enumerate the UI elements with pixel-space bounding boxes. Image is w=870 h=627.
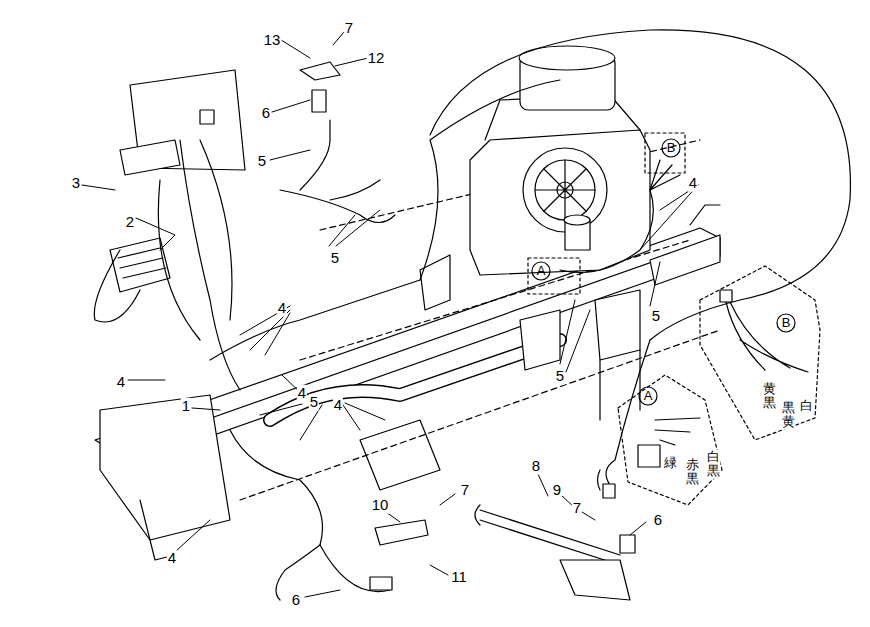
wire-color: 白	[799, 399, 814, 413]
callout-number: 6	[653, 512, 663, 529]
callout-number: 4	[277, 300, 287, 317]
callout-number: 2	[125, 214, 135, 231]
callout-number: 10	[371, 497, 390, 514]
callout-number: 5	[257, 153, 267, 170]
callout-number: 13	[263, 32, 282, 49]
callout-number: 4	[297, 385, 307, 402]
callout-number: 7	[460, 482, 470, 499]
callout-number: 8	[531, 458, 541, 475]
callout-number: 5	[330, 250, 340, 267]
callout-number: 6	[261, 105, 271, 122]
leader-lines	[82, 32, 698, 597]
wire-color: 赤黒	[685, 458, 700, 487]
wire-harness	[158, 30, 850, 600]
callout-number: 7	[344, 20, 354, 37]
callout-number: 5	[555, 368, 565, 385]
callout-number: 4	[167, 550, 177, 567]
wire-color: 黒黄	[781, 401, 796, 430]
detail-markers	[528, 133, 820, 505]
detail-marker: B	[781, 316, 792, 330]
wire-color: 緑	[663, 456, 678, 470]
callout-number: 12	[367, 50, 386, 67]
callout-number: 9	[552, 482, 562, 499]
detail-marker: A	[643, 389, 654, 403]
detail-marker: B	[666, 141, 677, 155]
callout-number: 1	[181, 398, 191, 415]
callout-number: 4	[688, 175, 698, 192]
callout-number: 5	[651, 308, 661, 325]
callout-number: 11	[450, 569, 468, 586]
callout-number: 4	[116, 374, 126, 391]
callout-number: 3	[71, 175, 81, 192]
detail-marker: A	[536, 264, 547, 278]
callout-number: 6	[291, 592, 301, 609]
wire-color: 白黒	[706, 450, 721, 479]
callout-number: 5	[309, 394, 319, 411]
callout-number: 4	[333, 397, 343, 414]
sensors-brackets	[300, 62, 635, 600]
callout-number: 7	[572, 500, 582, 517]
wire-color: 黄黒	[762, 382, 777, 411]
